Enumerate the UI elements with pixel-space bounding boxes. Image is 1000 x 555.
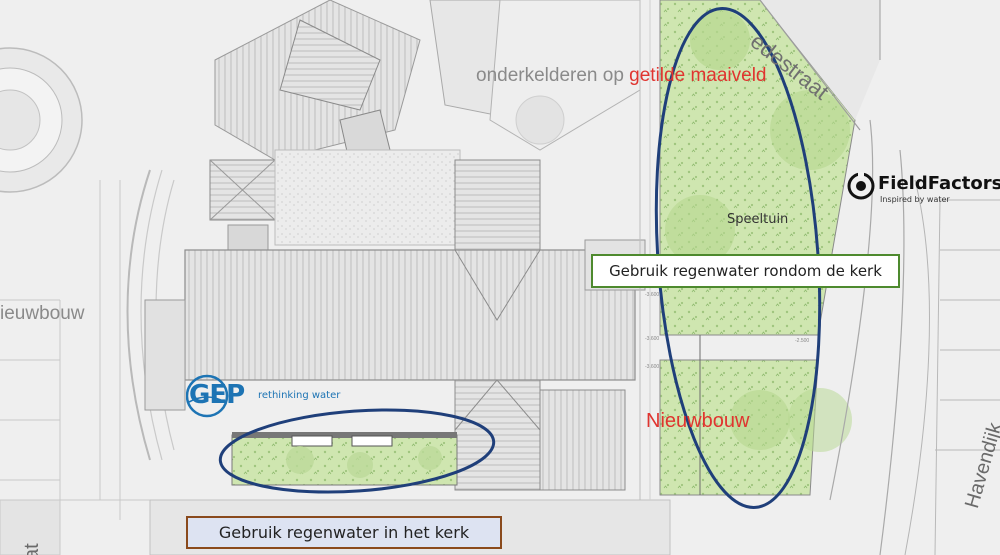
houses-top — [209, 0, 641, 256]
callout-top: Gebruik regenwater rondom de kerk — [591, 254, 900, 288]
elevation-mark: -3.600 — [645, 292, 659, 298]
elevation-mark: -3.600 — [645, 364, 659, 370]
fieldfactors-name: FieldFactors — [878, 173, 1000, 194]
elevation-marks: -3.600 -3.600 -3.600 -2.500 — [645, 292, 809, 370]
onderkelderen-prefix: onderkelderen op — [476, 65, 630, 86]
gep-logo-mark-icon — [186, 374, 229, 418]
elevation-mark: -3.600 — [645, 336, 659, 342]
street-label-bottom-left: at — [21, 543, 43, 555]
gep-logo-mark: GEP — [189, 380, 245, 410]
fieldfactors-logo: FieldFactors Inspired by water — [846, 171, 1000, 207]
play-garden — [659, 0, 856, 496]
nieuwbouw-left-label: ieuwbouw — [0, 303, 85, 324]
inner-garden — [231, 432, 458, 486]
roundabout — [0, 47, 83, 193]
callout-bottom: Gebruik regenwater in het kerk — [186, 516, 502, 549]
speeltuin-label: Speeltuin — [727, 212, 789, 227]
ellipse-inner-garden-outline — [218, 408, 496, 494]
road-right — [759, 0, 1000, 555]
nieuwbouw-right-label: Nieuwbouw — [646, 410, 750, 432]
onderkelderen-highlight: getilde maaiveld — [629, 65, 767, 86]
gep-logo-tagline: rethinking water — [258, 390, 341, 401]
fieldfactors-tagline: Inspired by water — [880, 195, 950, 204]
fieldfactors-mark-icon — [847, 172, 875, 200]
onderkelderen-label: onderkelderen op getilde maaiveld — [476, 66, 766, 85]
elevation-mark: -2.500 — [795, 338, 809, 344]
